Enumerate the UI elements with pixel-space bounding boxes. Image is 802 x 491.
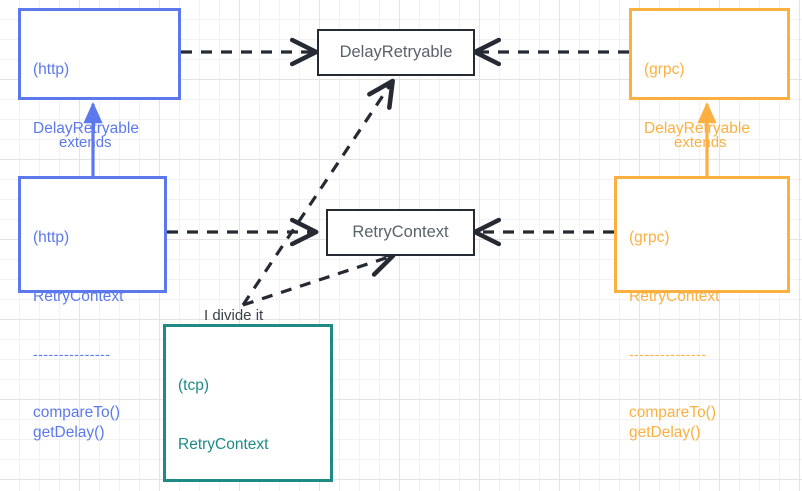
class-separator: ---------------: [33, 345, 111, 362]
class-stereotype: (grpc): [629, 228, 670, 246]
class-members: compareTo() getDelay(): [33, 403, 120, 441]
class-stereotype: (tcp): [178, 376, 209, 394]
interface-name: DelayRetryable: [339, 43, 453, 61]
class-stereotype: (grpc): [644, 60, 685, 78]
interface-box-delay-retryable[interactable]: DelayRetryable: [317, 29, 475, 76]
edge-label-http-extends: extends: [59, 134, 112, 151]
class-stereotype: (http): [33, 228, 70, 246]
edge-label-grpc-extends: extends: [674, 134, 727, 151]
class-box-grpc-retry-context[interactable]: (grpc) RetryContext --------------- comp…: [614, 176, 790, 441]
class-box-grpc-delay-retryable[interactable]: (grpc) DelayRetryable --------------- re…: [629, 8, 790, 253]
class-separator: ---------------: [629, 345, 707, 362]
class-name: DelayRetryable: [644, 120, 750, 138]
class-box-http-delay-retryable[interactable]: (http) DelayRetryable --------------- re…: [18, 8, 181, 253]
class-box-http-retry-context[interactable]: (http) RetryContext --------------- comp…: [18, 176, 167, 441]
class-name: DelayRetryable: [33, 120, 139, 138]
edge-tcp-to-delay-retryable: [241, 78, 395, 306]
class-name: RetryContext: [629, 288, 720, 306]
class-stereotype: (http): [33, 60, 70, 78]
class-name: RetryContext: [178, 436, 269, 454]
edge-tcp-to-retry-context: [242, 249, 396, 307]
interface-box-retry-context[interactable]: RetryContext: [326, 209, 475, 256]
class-members: compareTo() getDelay(): [629, 403, 716, 441]
class-name: RetryContext: [33, 288, 124, 306]
interface-name: RetryContext: [352, 223, 449, 241]
edge-label-divide: I divide it: [204, 307, 264, 324]
class-box-tcp-retry-context[interactable]: (tcp) RetryContext --------------- retry…: [163, 324, 333, 482]
